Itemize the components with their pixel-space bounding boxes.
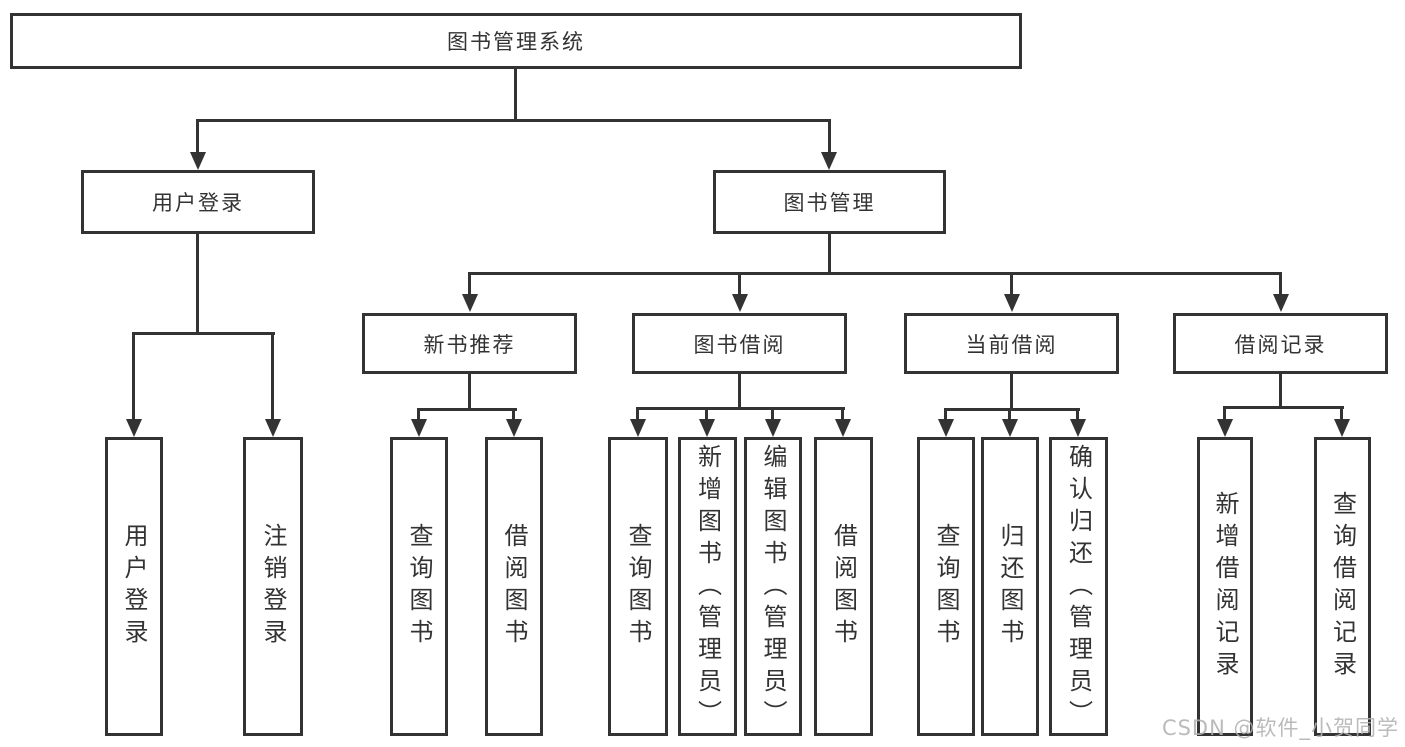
connector-bookmgmt-hline <box>468 272 1282 275</box>
connector-root-branch-right <box>828 119 831 154</box>
csdn-watermark: CSDN @软件_小贺同学 <box>1161 716 1399 740</box>
leaf-bb-borrow-book: 借阅图书 <box>814 437 873 736</box>
arrowhead-leaf-logout <box>265 419 281 437</box>
arrowhead-bb-add <box>699 419 715 437</box>
leaf-rec-query-record: 查询借阅记录 <box>1314 437 1371 736</box>
arrowhead-newbook-query <box>411 419 427 437</box>
leaf-cb-return-book: 归还图书 <box>981 437 1039 736</box>
arrowhead-book-borrow <box>732 294 748 312</box>
connector-current-stem <box>1010 374 1013 411</box>
connector-bookborrow-branch-3 <box>771 407 774 420</box>
arrowhead-cb-query <box>938 419 954 437</box>
leaf-user-login: 用户登录 <box>105 437 163 736</box>
connector-newbook-branch-2 <box>512 408 515 420</box>
node-current-borrowing: 当前借阅 <box>904 313 1119 374</box>
connector-root-hline <box>196 119 831 122</box>
arrowhead-newbook-borrow <box>506 419 522 437</box>
connector-bookmgmt-branch-1 <box>468 272 471 295</box>
node-user-login: 用户登录 <box>81 170 315 234</box>
node-root-library-system: 图书管理系统 <box>10 13 1022 69</box>
connector-userlogin-stem <box>196 234 199 334</box>
connector-root-stem <box>514 69 517 120</box>
leaf-bb-query-book: 查询图书 <box>608 437 668 736</box>
arrowhead-cb-confirm <box>1070 419 1086 437</box>
connector-userlogin-hline <box>132 332 275 335</box>
leaf-cb-confirm-return-admin: 确认归还（管理员） <box>1049 437 1108 736</box>
connector-bookborrow-hline <box>636 407 845 410</box>
arrowhead-current-borrow <box>1004 294 1020 312</box>
connector-current-branch-2 <box>1008 408 1011 420</box>
arrowhead-leaf-user-login <box>126 419 142 437</box>
arrowhead-cb-return <box>1002 419 1018 437</box>
connector-bookmgmt-branch-4 <box>1279 272 1282 295</box>
connector-bookborrow-branch-2 <box>705 407 708 420</box>
arrowhead-book-management <box>821 152 837 170</box>
connector-userlogin-branch-2 <box>271 332 274 419</box>
connector-records-branch-1 <box>1223 406 1226 420</box>
node-book-borrowing: 图书借阅 <box>632 313 847 374</box>
connector-newbook-hline <box>417 408 517 411</box>
leaf-logout: 注销登录 <box>243 437 303 736</box>
connector-bookborrow-branch-1 <box>636 407 639 420</box>
leaf-rec-add-record: 新增借阅记录 <box>1197 437 1253 736</box>
connector-records-hline <box>1223 406 1344 409</box>
connector-records-branch-2 <box>1340 406 1343 420</box>
arrowhead-rec-query <box>1334 419 1350 437</box>
leaf-bb-add-book-admin: 新增图书（管理员） <box>678 437 737 736</box>
arrowhead-user-login <box>190 152 206 170</box>
leaf-newbook-borrow-book: 借阅图书 <box>485 437 543 736</box>
arrowhead-borrow-records <box>1273 294 1289 312</box>
arrowhead-bb-edit <box>765 419 781 437</box>
connector-records-stem <box>1279 374 1282 409</box>
leaf-newbook-query-book: 查询图书 <box>390 437 448 736</box>
connector-userlogin-branch-1 <box>132 332 135 419</box>
arrowhead-new-book <box>462 294 478 312</box>
arrowhead-rec-add <box>1217 419 1233 437</box>
connector-bookmgmt-branch-3 <box>1010 272 1013 295</box>
connector-root-branch-left <box>196 119 199 154</box>
connector-current-branch-1 <box>944 408 947 420</box>
arrowhead-bb-borrow <box>835 419 851 437</box>
leaf-bb-edit-book-admin: 编辑图书（管理员） <box>744 437 802 736</box>
node-book-management: 图书管理 <box>713 170 946 234</box>
connector-newbook-branch-1 <box>417 408 420 420</box>
connector-current-branch-3 <box>1076 408 1079 420</box>
connector-bookborrow-stem <box>738 374 741 410</box>
leaf-cb-query-book: 查询图书 <box>917 437 975 736</box>
arrowhead-bb-query <box>630 419 646 437</box>
connector-current-hline <box>944 408 1080 411</box>
connector-bookmgmt-stem <box>828 234 831 274</box>
node-borrowing-records: 借阅记录 <box>1173 313 1388 374</box>
connector-newbook-stem <box>468 374 471 411</box>
node-new-book-recommendation: 新书推荐 <box>362 313 577 374</box>
connector-bookborrow-branch-4 <box>841 407 844 420</box>
connector-bookmgmt-branch-2 <box>738 272 741 295</box>
